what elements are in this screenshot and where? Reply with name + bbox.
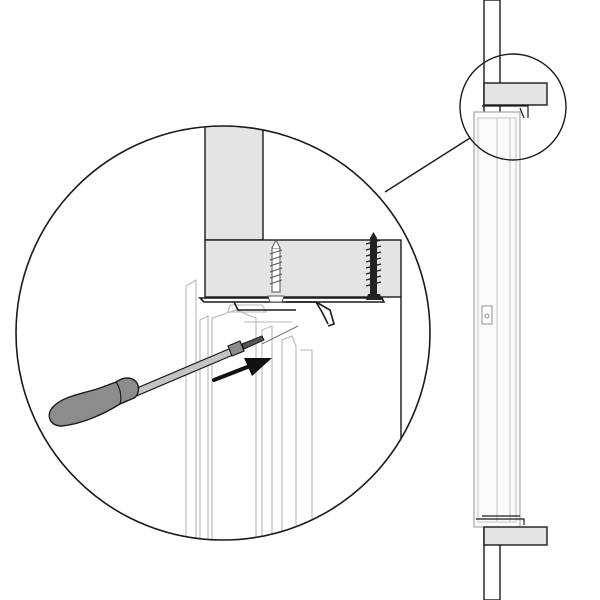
screw-vertical [267,238,285,303]
screwdriver-tip [241,335,265,350]
screwdriver-ferrule [227,340,245,357]
screwdriver-icon [48,335,265,427]
tip-guide-line [261,325,299,345]
screw-black-fixing [365,232,382,300]
magnifier-circle [15,125,431,541]
lock-knob [484,313,490,319]
bottom-bracket [476,515,525,525]
magnified-detail [16,126,430,540]
top-bracket [482,105,529,119]
arrow-right-icon [212,358,272,382]
detail-wall-vertical [204,126,264,241]
detail-callout-circle [459,53,567,161]
callout-leader-line [384,137,471,193]
bottom-sill [483,526,548,546]
lock-plate [481,305,493,325]
overview-assembly [459,0,567,600]
top-lintel [483,82,548,106]
detail-blind-frame [185,279,313,540]
screwdriver-handle [48,377,140,427]
detail-bracket [198,297,386,327]
